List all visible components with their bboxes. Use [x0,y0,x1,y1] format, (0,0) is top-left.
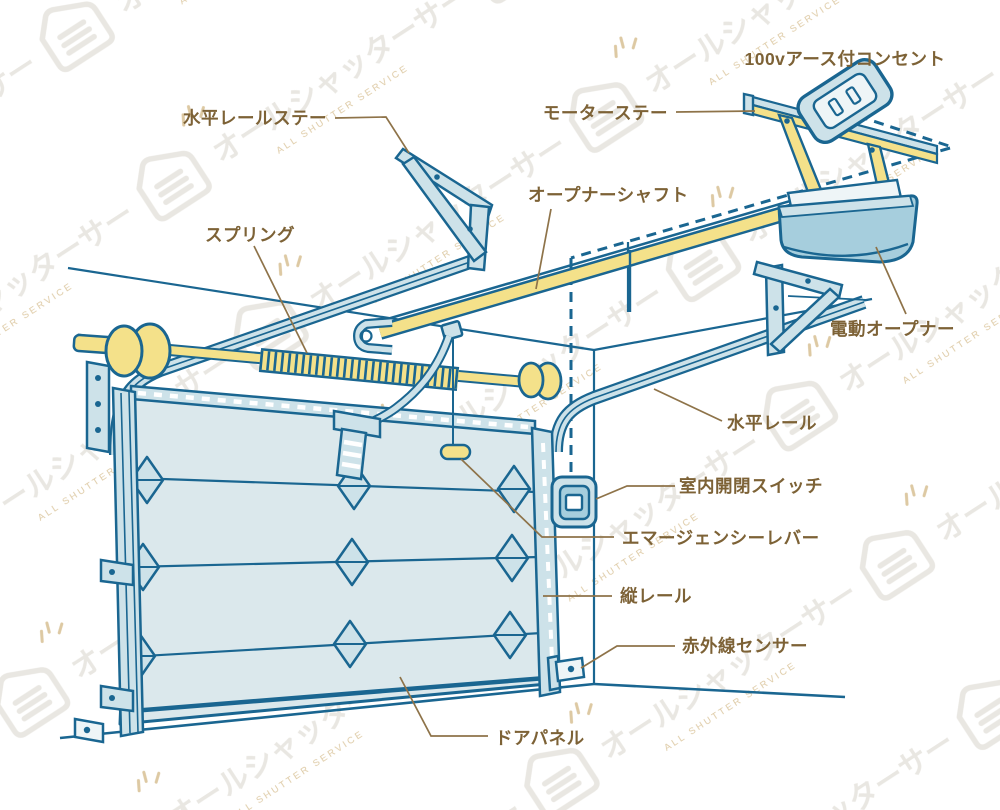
label-leader [595,485,675,500]
wiring-dashed-lines [569,114,953,477]
cable-drum-right [517,361,563,401]
label-horizontal-rail-stay: 水平レールステー [183,108,327,128]
label-leader [875,246,907,315]
door-bottom-edge [118,675,547,715]
label-outlet: 100vアース付コンセント [744,49,945,69]
opener-shaft-beam [352,197,803,355]
label-door-panel: ドアパネル [495,728,585,748]
label-emergency-lever: エマージェンシーレバー [622,528,820,548]
roller-hinge [332,619,368,669]
label-leaders [253,110,907,737]
door-panel-assembly [118,384,549,726]
roller-hinge [494,533,530,583]
rail-stay-left [394,147,494,272]
label-infrared-sensor: 赤外線センサー [682,636,808,656]
infrared-sensor-left [73,717,105,744]
horizontal-rail-right [549,295,867,453]
vertical-rail-left [85,360,145,738]
label-leader [653,388,723,422]
label-motor-stay: モーターステー [543,103,668,123]
wall-switch [550,475,598,529]
roller-hinge [334,537,370,587]
label-leader [675,110,756,113]
labels: 100vアース付コンセント モーターステー 水平レールステー オープナーシャフト… [183,49,955,748]
label-electric-opener: 電動オープナー [830,319,955,339]
door-arm [332,334,454,481]
label-opener-shaft: オープナーシャフト [528,185,689,205]
label-leader [580,645,675,669]
label-vertical-rail: 縦レール [620,586,692,606]
trolley [440,320,464,341]
roller-hinge [492,610,528,660]
label-indoor-switch: 室内開閉スイッチ [679,476,823,496]
power-outlet [796,57,894,145]
rail-stay-right [752,260,869,357]
cable-drum-left [72,322,172,380]
label-leader [253,245,308,354]
electric-opener [777,178,919,264]
emergency-lever [439,338,472,461]
label-leader [460,458,614,538]
label-leader [399,676,488,737]
idler-bracket [352,317,393,355]
label-spring: スプリング [205,225,295,245]
label-leader [334,116,410,154]
roller-hinge [496,464,532,514]
emergency-lever-handle [439,443,472,461]
label-horizontal-rail: 水平レール [727,413,817,433]
label-leader [535,208,552,290]
infrared-sensor-right [546,654,586,692]
